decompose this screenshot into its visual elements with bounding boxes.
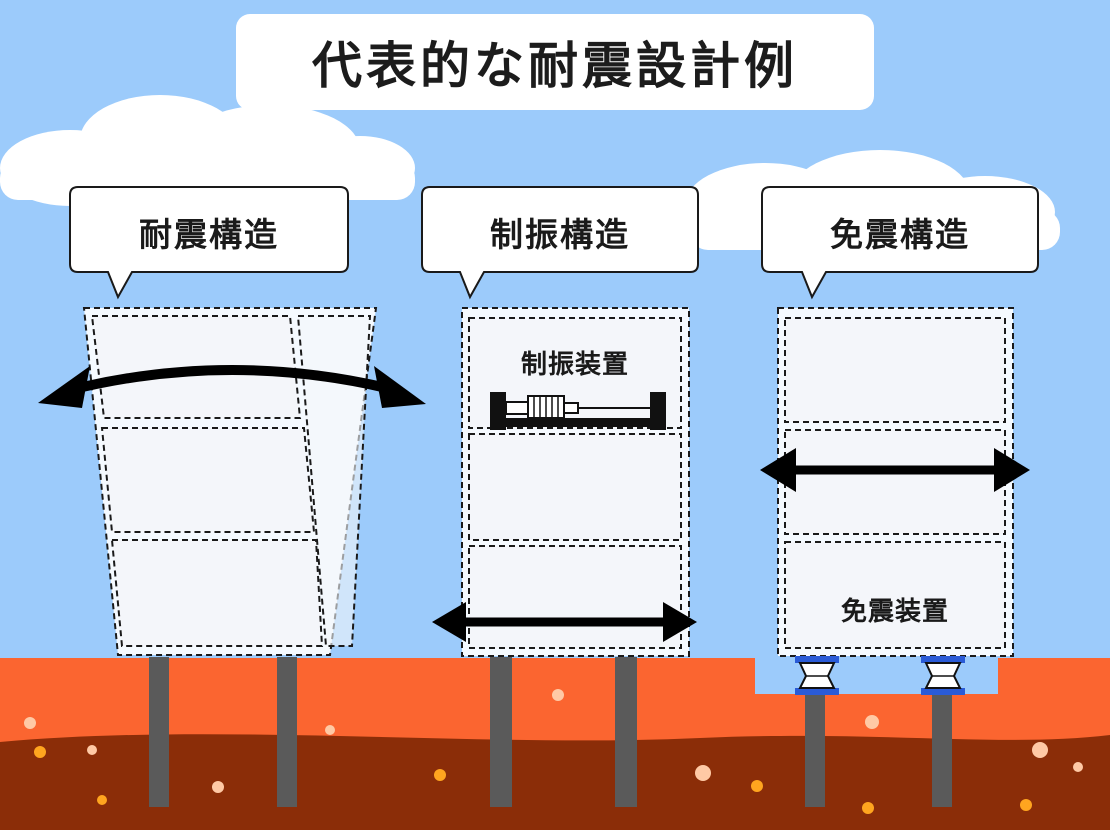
page-title: 代表的な耐震設計例 (236, 14, 874, 110)
building-damping (461, 307, 690, 657)
panel-label-damping: 制振構造 (490, 215, 630, 254)
horizontal-arrow-icon (760, 448, 1030, 492)
sway-arrow-icon (38, 365, 426, 408)
page-title-text: 代表的な耐震設計例 (312, 37, 798, 95)
horizontal-arrow-icon (432, 602, 697, 642)
damper-icon (490, 392, 666, 430)
building-seismic (82, 307, 378, 656)
callout-seismic (69, 186, 349, 300)
callout-damping (421, 186, 699, 300)
foundation-piles (149, 657, 952, 807)
panel-label-seismic: 耐震構造 (139, 215, 279, 254)
isolator-icon (921, 656, 965, 695)
panel-label-isolation: 免震構造 (830, 215, 970, 254)
isolator-device-label: 免震装置 (840, 597, 949, 627)
isolator-icon (795, 656, 839, 695)
damper-device-label: 制振装置 (520, 350, 629, 380)
callout-isolation (761, 186, 1039, 300)
building-isolation (777, 307, 1014, 657)
